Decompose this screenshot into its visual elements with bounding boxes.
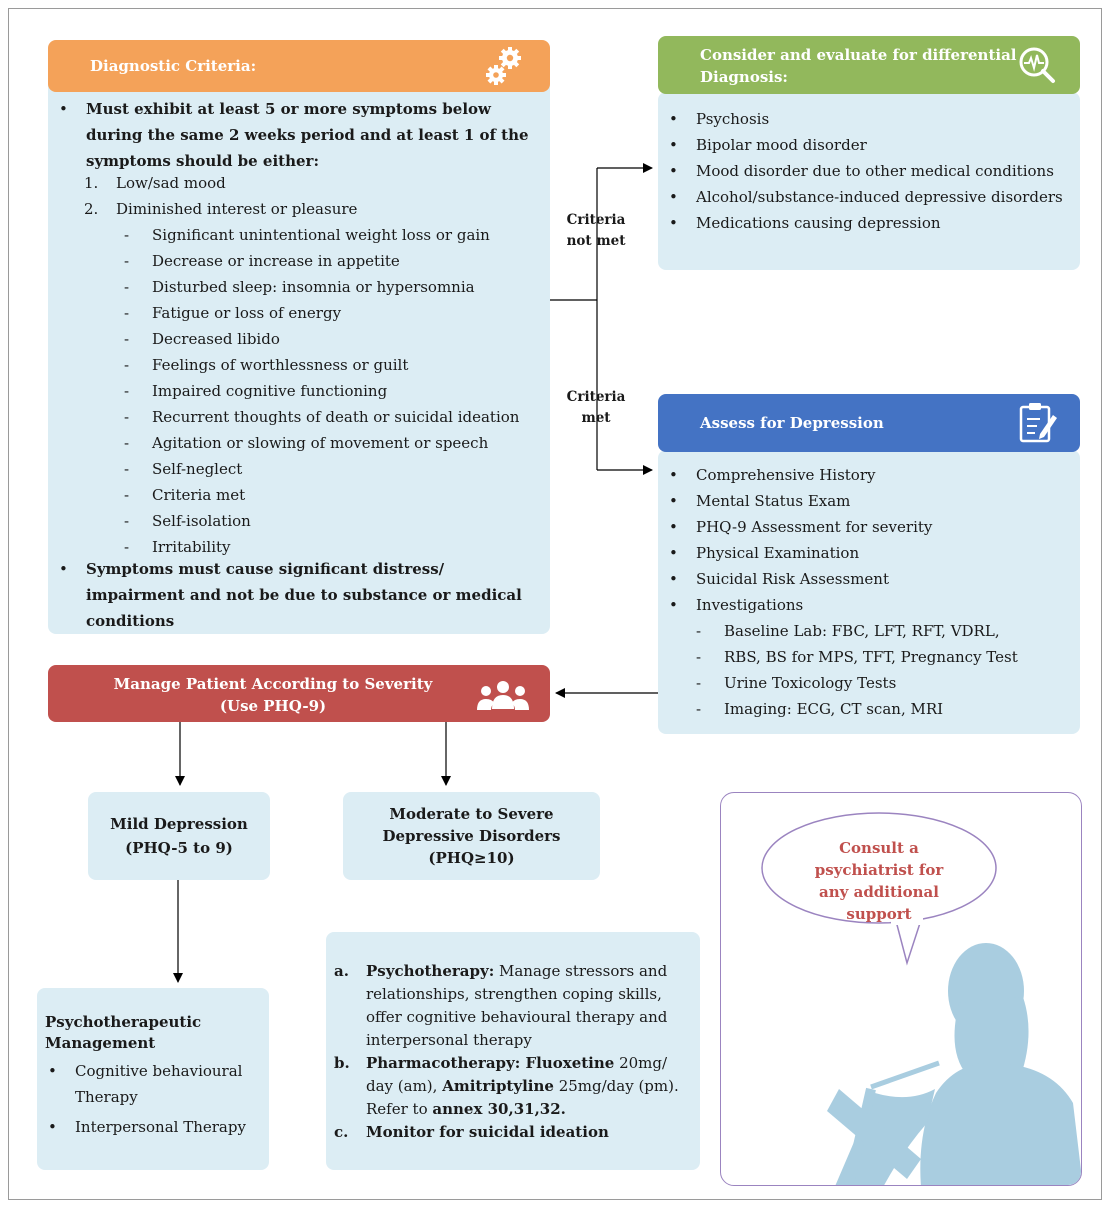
page-frame	[8, 8, 1102, 1200]
symptom-item: Significant unintentional weight loss or…	[86, 222, 546, 248]
investigation-item: Baseline Lab: FBC, LFT, RFT, VDRL,	[658, 618, 1076, 644]
clipboard-icon	[1019, 403, 1057, 443]
moderate-title-1: Moderate to Severe	[389, 805, 554, 823]
assess-item: Comprehensive History	[658, 462, 1076, 488]
diagnostic-panel: Must exhibit at least 5 or more symptoms…	[48, 78, 550, 634]
differential-item: Alcohol/substance-induced depressive dis…	[658, 184, 1076, 210]
differential-item: Mood disorder due to other medical condi…	[658, 158, 1076, 184]
symptom-item: Decreased libido	[86, 326, 546, 352]
moderate-range: (PHQ≥10)	[428, 849, 515, 867]
core-symptom-1: 1.Low/sad mood	[84, 174, 226, 192]
gears-icon	[486, 47, 521, 85]
differential-panel: Psychosis Bipolar mood disorder Mood dis…	[658, 92, 1080, 270]
psycho-title: Psychotherapeutic Management	[45, 1013, 202, 1052]
symptom-item: Decrease or increase in appetite	[86, 248, 546, 274]
symptom-item: Feelings of worthlessness or guilt	[86, 352, 546, 378]
differential-header: Consider and evaluate for differential D…	[658, 36, 1080, 94]
treatment-box: a.Psychotherapy: Manage stressors and re…	[326, 932, 700, 1170]
psycho-item: Cognitive behavioural Therapy	[37, 1058, 267, 1110]
assess-panel: Comprehensive History Mental Status Exam…	[658, 450, 1080, 734]
criteria-not-met-label: Criteria not met	[566, 212, 626, 249]
symptom-item: Fatigue or loss of energy	[86, 300, 546, 326]
treatment-a: a.Psychotherapy: Manage stressors and re…	[334, 962, 668, 1049]
symptom-item: Recurrent thoughts of death or suicidal …	[86, 404, 546, 430]
assess-item: PHQ-9 Assessment for severity	[658, 514, 1076, 540]
treatment-c: c.Monitor for suicidal ideation	[334, 1123, 609, 1141]
treatment-b: b.Pharmacotherapy: Fluoxetine 20mg/ day …	[334, 1054, 679, 1118]
speech-bubble	[761, 812, 997, 966]
assess-item: Investigations	[658, 592, 1076, 618]
symptom-item: Self-neglect	[86, 456, 546, 482]
diagnostic-bullet-2: Symptoms must cause significant distress…	[48, 556, 538, 634]
assess-item: Physical Examination	[658, 540, 1076, 566]
moderate-title-2: Depressive Disorders	[382, 827, 561, 845]
symptom-item: Self-isolation	[86, 508, 546, 534]
differential-item: Psychosis	[658, 106, 1076, 132]
search-pulse-icon	[1019, 47, 1055, 83]
differential-item: Medications causing depression	[658, 210, 1076, 236]
mild-range: (PHQ-5 to 9)	[125, 839, 233, 857]
investigation-item: Urine Toxicology Tests	[658, 670, 1076, 696]
diagnostic-header: Diagnostic Criteria:	[48, 40, 550, 92]
group-icon	[477, 681, 529, 710]
criteria-met-label: Criteria met	[566, 389, 626, 426]
assess-item: Suicidal Risk Assessment	[658, 566, 1076, 592]
diagnostic-bullet-1: Must exhibit at least 5 or more symptoms…	[48, 96, 538, 174]
differential-item: Bipolar mood disorder	[658, 132, 1076, 158]
assess-item: Mental Status Exam	[658, 488, 1076, 514]
investigation-item: Imaging: ECG, CT scan, MRI	[658, 696, 1076, 722]
symptom-item: Disturbed sleep: insomnia or hypersomnia	[86, 274, 546, 300]
symptom-item: Agitation or slowing of movement or spee…	[86, 430, 546, 456]
consult-box: Consult a psychiatrist for any additiona…	[720, 792, 1082, 1186]
manage-title: Manage Patient According to Severity	[113, 675, 433, 693]
doctor-silhouette	[827, 943, 1081, 1185]
investigation-item: RBS, BS for MPS, TFT, Pregnancy Test	[658, 644, 1076, 670]
symptom-item: Irritability	[86, 534, 546, 560]
mild-title: Mild Depression	[110, 815, 248, 833]
consult-text: Consult a psychiatrist for any additiona…	[814, 839, 944, 923]
manage-subtitle: (Use PHQ-9)	[219, 697, 327, 715]
manage-box: Manage Patient According to Severity (Us…	[48, 665, 550, 722]
symptom-item: Criteria met	[86, 482, 546, 508]
assess-header: Assess for Depression	[658, 394, 1080, 452]
mild-depression-box: Mild Depression (PHQ-5 to 9)	[88, 792, 270, 880]
psycho-item: Interpersonal Therapy	[37, 1114, 267, 1140]
psychotherapeutic-box: Psychotherapeutic Management Cognitive b…	[37, 988, 269, 1170]
core-symptom-2: 2.Diminished interest or pleasure	[84, 200, 358, 218]
moderate-severe-box: Moderate to Severe Depressive Disorders …	[343, 792, 600, 880]
symptom-item: Impaired cognitive functioning	[86, 378, 546, 404]
